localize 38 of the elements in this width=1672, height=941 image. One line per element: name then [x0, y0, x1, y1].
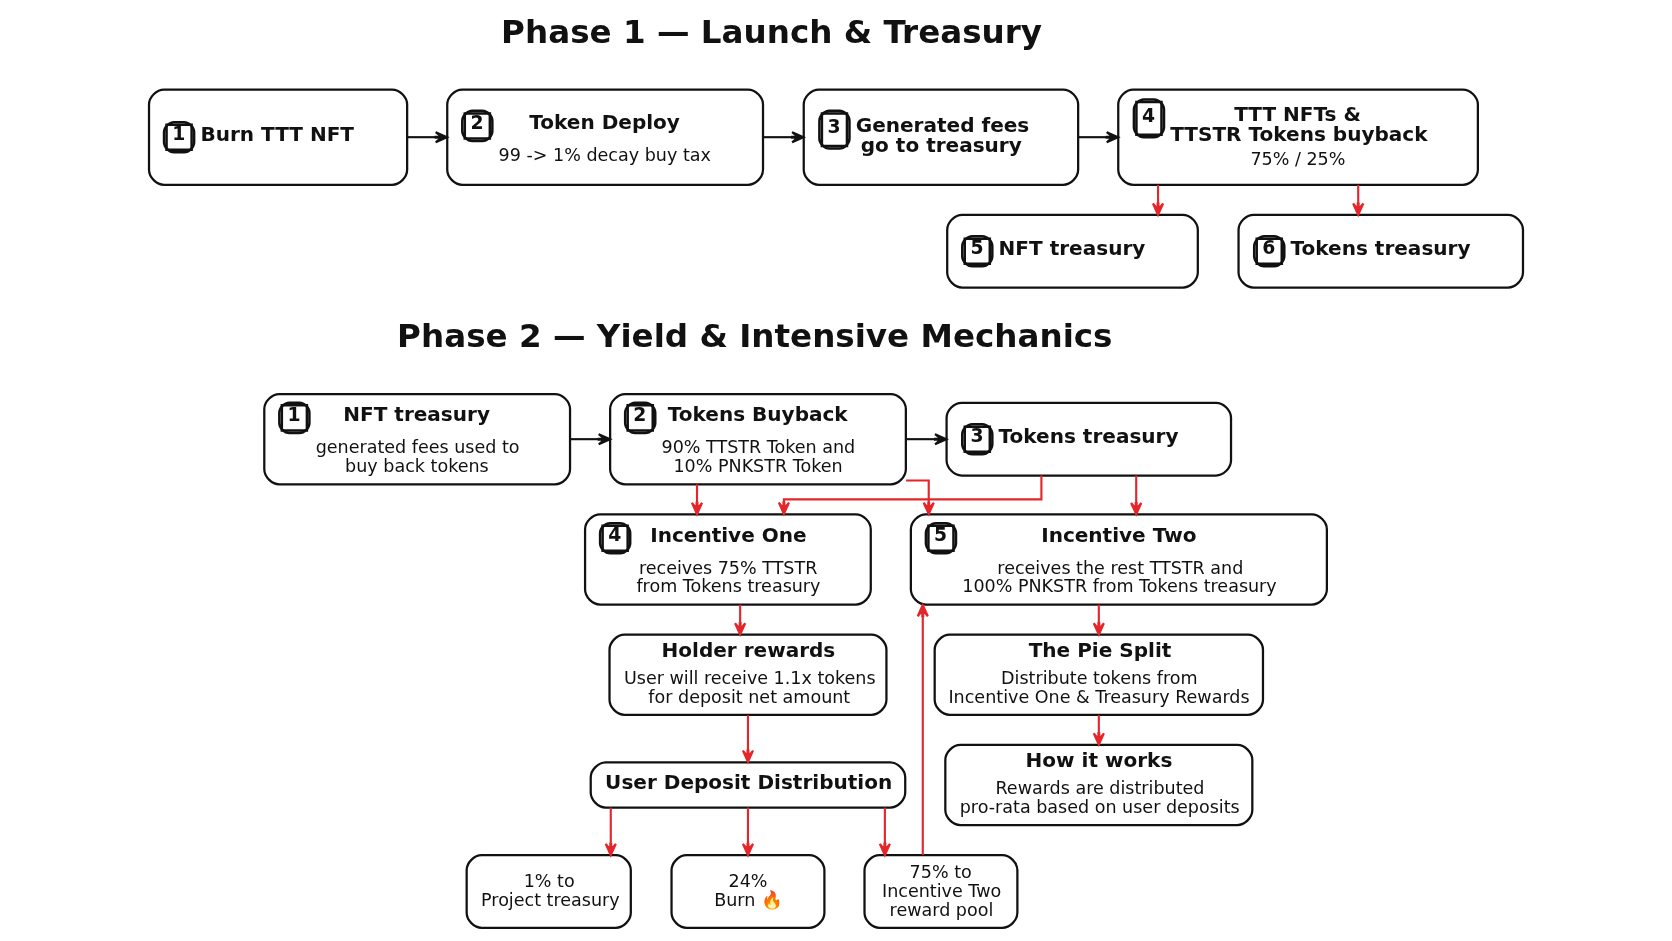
arrow	[1151, 184, 1165, 216]
label: Phase 2 — Yield & Intensive Mechanics	[397, 317, 1113, 356]
node-box: 5 Incentive Two receives the rest TTSTR and 100% PNKSTR from Tokens treasury	[909, 513, 1328, 606]
node-box: 1 NFT treasury generated fees used to buy back tokens	[263, 392, 572, 486]
node-box: 3 Generated fees go to treasury	[802, 88, 1080, 186]
arrow	[906, 479, 935, 516]
arrow	[1092, 604, 1105, 636]
node-box: User Deposit Distribution	[589, 761, 907, 809]
label: Phase 1 — Launch & Treasury	[501, 12, 1043, 51]
node-box: How it works Rewards are distributed pro-rata based on user deposits	[944, 743, 1254, 827]
node-box: 6 Tokens treasury	[1237, 213, 1525, 289]
node-box: 3 Tokens treasury	[945, 401, 1233, 477]
arrow	[1130, 475, 1143, 516]
arrow	[916, 603, 929, 856]
arrow	[734, 604, 747, 636]
node-box: 2 Tokens Buyback 90% TTSTR Token and 10% PNKSTR Token	[609, 392, 907, 486]
node-box: 1 Burn TTT NFT	[147, 88, 409, 186]
arrow	[1352, 184, 1365, 216]
node-box: 24% Burn 🔥	[670, 854, 826, 929]
node-box: Holder rewards User will receive 1.1x tokens for deposit net amount	[608, 633, 888, 716]
arrow	[906, 433, 948, 446]
node-box: 2 Token Deploy 99 -> 1% decay buy tax	[446, 88, 765, 186]
arrow	[690, 484, 704, 516]
node-box: 1% to Project treasury	[465, 854, 632, 929]
node-box: 5 NFT treasury	[946, 213, 1199, 289]
arrow	[1078, 131, 1120, 144]
node-box: The Pie Split Distribute tokens from Incentive One & Treasury Rewards	[933, 633, 1265, 716]
node-box: 75% to Incentive Two reward pool	[863, 854, 1019, 929]
arrow	[741, 715, 755, 763]
arrow	[604, 807, 617, 857]
arrow	[407, 131, 449, 144]
arrow	[741, 807, 755, 857]
arrow	[878, 807, 891, 857]
arrow	[763, 131, 805, 144]
node-box: 4 Incentive One receives 75% TTSTR from Tokens treasury	[583, 513, 872, 606]
node-box: 4 TTT NFTs & TTSTR Tokens buyback 75% / 25%	[1117, 88, 1479, 186]
arrow	[1092, 715, 1105, 746]
arrow	[570, 433, 612, 446]
